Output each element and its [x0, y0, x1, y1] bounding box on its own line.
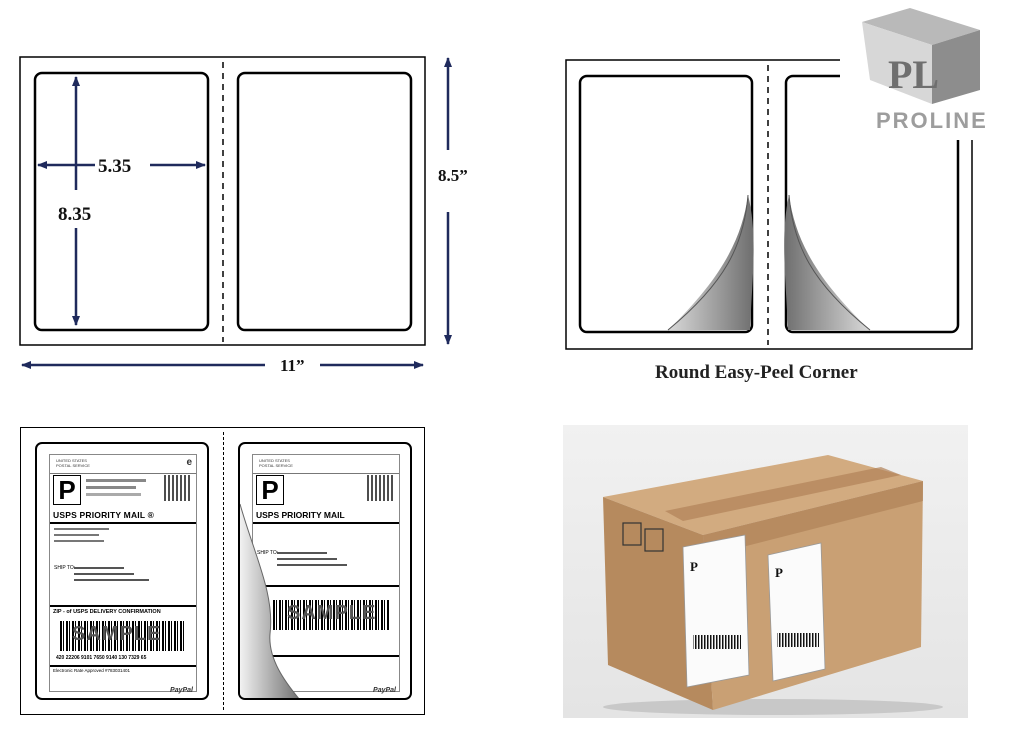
- barcode-right: [273, 600, 389, 630]
- footer-approval: Electronic Rate Approved #783031401: [53, 668, 131, 673]
- logo-cube-icon: PL: [862, 8, 980, 104]
- barcode: [60, 621, 186, 651]
- service-letter: P: [53, 475, 81, 505]
- dimension-diagram: 5.35 8.35 8.5” 11”: [19, 56, 468, 375]
- brand-logo: PL PROLINE: [840, 0, 1023, 140]
- service-letter-right: P: [256, 475, 284, 505]
- carrier-name-right: UNITED STATES POSTAL SERVICE: [259, 458, 293, 468]
- qr-code-icon: [164, 475, 190, 501]
- qr-code-icon-right: [367, 475, 393, 501]
- peel-caption: Round Easy-Peel Corner: [655, 362, 858, 383]
- box-label-left: [682, 534, 750, 688]
- peel-curl-right: [784, 195, 870, 330]
- brand-name: PROLINE: [876, 108, 988, 133]
- paypal-logo-right: PayPal: [373, 687, 396, 694]
- sample-peel-curl: [240, 503, 300, 698]
- ship-to-label: SHIP TO:: [54, 565, 76, 571]
- sample-watermark: SAMPLE: [72, 623, 162, 645]
- shipping-box-illustration: P P: [603, 455, 943, 715]
- svg-text:P: P: [775, 565, 783, 580]
- tracking-number: 420 22206 9101 7650 9140 130 7329 65: [56, 655, 147, 661]
- fragile-icon: [644, 528, 664, 552]
- ebay-logo: e: [186, 457, 192, 468]
- label-right: [236, 71, 413, 332]
- peel-curl-left: [668, 195, 754, 330]
- label-left: [33, 71, 210, 332]
- confirmation-title: ZIP - of USPS DELIVERY CONFIRMATION: [53, 609, 161, 615]
- paypal-logo: PayPal: [170, 687, 193, 694]
- sample-watermark-right: SAMPLE: [287, 602, 377, 624]
- sheet-height-value: 8.5”: [438, 166, 468, 185]
- service-title-right: USPS PRIORITY MAIL: [256, 510, 345, 520]
- peel-curl-right-edge: [788, 194, 871, 331]
- box-photo: P P: [563, 425, 968, 718]
- box-tape-side: [703, 481, 923, 557]
- svg-text:P: P: [690, 559, 698, 574]
- box-tape-top: [665, 467, 901, 521]
- svg-text:PL: PL: [888, 52, 939, 97]
- service-title: USPS PRIORITY MAIL ®: [53, 510, 155, 520]
- sample-label-right: UNITED STATES POSTAL SERVICE P USPS PRIO…: [238, 442, 412, 700]
- ship-to-label-right: SHIP TO:: [257, 550, 279, 556]
- umbrella-icon: [622, 522, 642, 546]
- sample-sheet: UNITED STATES POSTAL SERVICE e P USPS PR…: [20, 427, 425, 715]
- label-height-value: 8.35: [58, 204, 91, 225]
- peel-curl-left-edge: [667, 194, 749, 331]
- box-label-right: [767, 542, 826, 682]
- sample-perforation-line: [223, 432, 224, 710]
- peel-label-left: [578, 74, 754, 334]
- sample-label-left: UNITED STATES POSTAL SERVICE e P USPS PR…: [35, 442, 209, 700]
- carrier-name: UNITED STATES POSTAL SERVICE: [56, 458, 90, 468]
- sheet-width-value: 11”: [280, 356, 305, 375]
- label-width-value: 5.35: [98, 156, 131, 177]
